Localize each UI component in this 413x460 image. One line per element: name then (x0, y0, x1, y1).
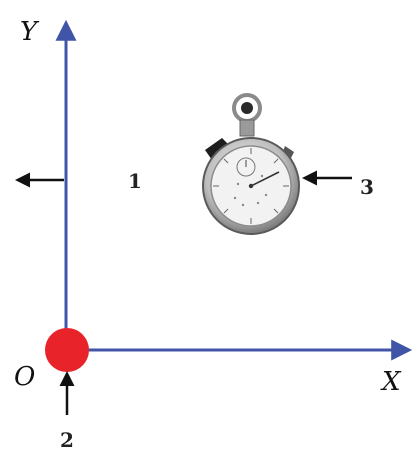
label-2: 2 (60, 428, 74, 452)
stopwatch-icon (202, 93, 300, 235)
x-axis-label: X (380, 367, 402, 397)
origin-label: O (14, 362, 35, 392)
label-3: 3 (360, 175, 374, 199)
label-1: 1 (128, 169, 142, 193)
origin-dot (45, 328, 89, 372)
y-axis-label: Y (20, 17, 40, 47)
